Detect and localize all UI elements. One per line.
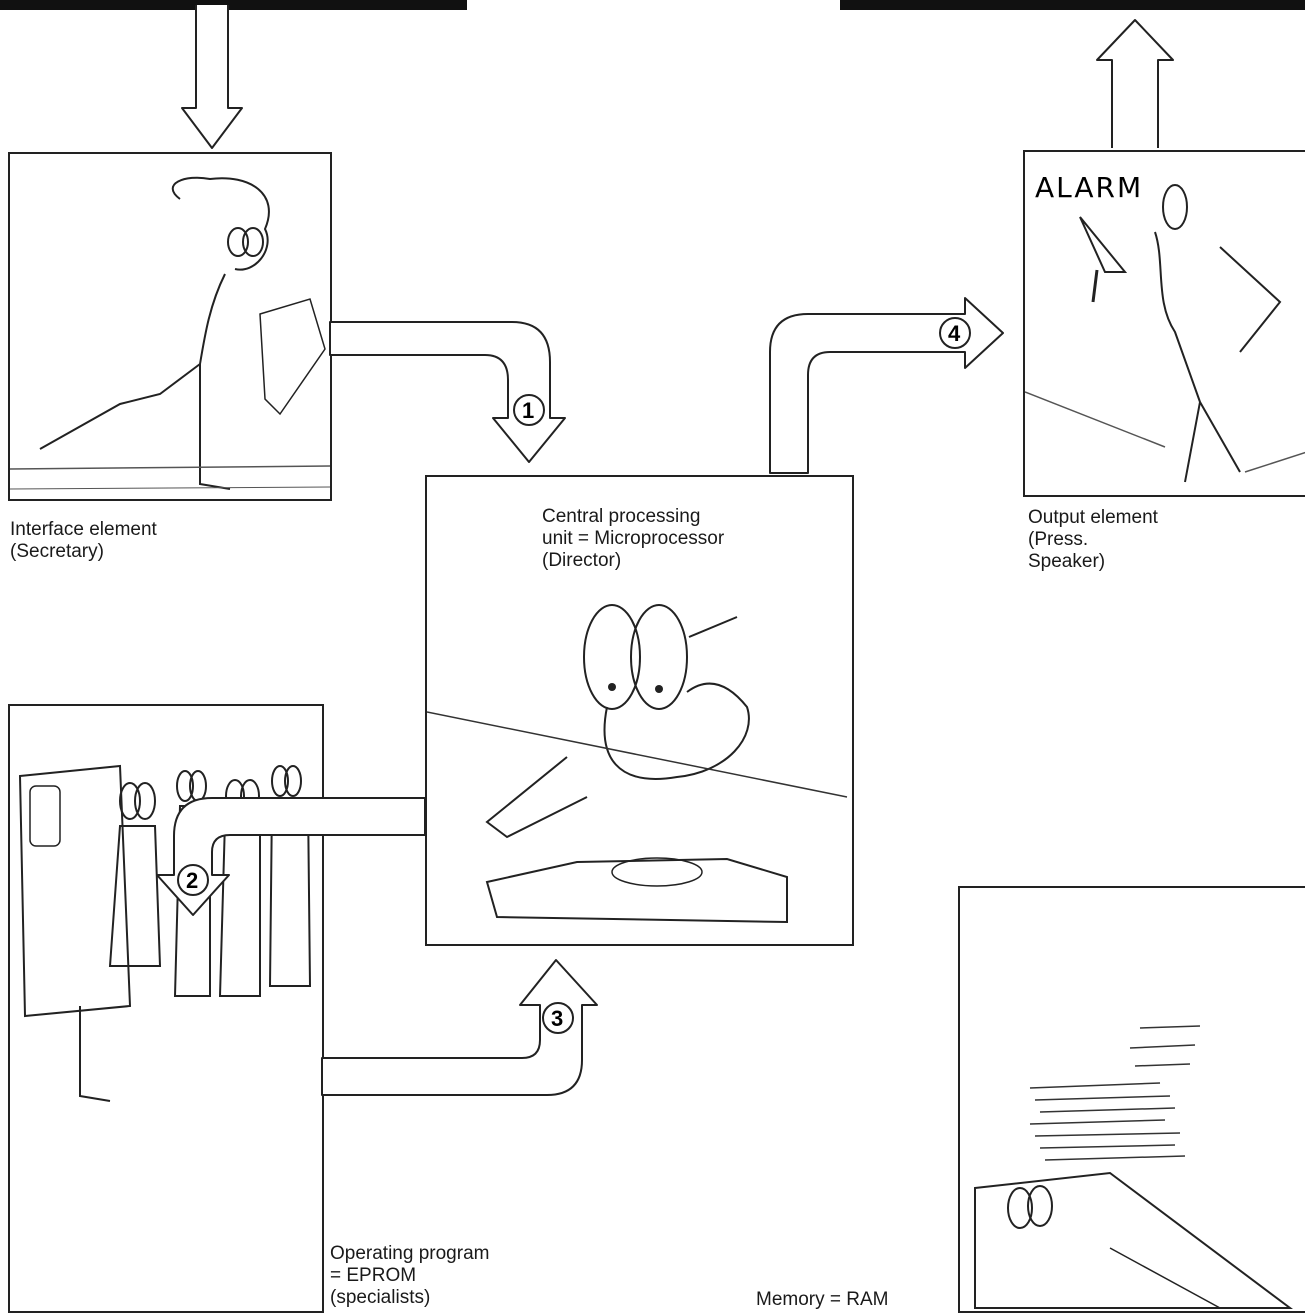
specialists-icon <box>10 706 322 1311</box>
memory-panel <box>958 886 1305 1313</box>
arrow-4-icon <box>770 298 1003 473</box>
step-4-badge: 4 <box>940 318 970 348</box>
alarm-text: ALARM <box>1035 171 1143 204</box>
input-arrow-icon <box>182 5 242 148</box>
cpu-label: Central processing unit = Microprocessor… <box>542 506 724 572</box>
output-element-label: Output element (Press. Speaker) <box>1028 507 1158 573</box>
specialists-panel <box>8 704 324 1313</box>
arrow-3-icon <box>322 960 597 1095</box>
step-3-badge: 3 <box>543 1003 573 1033</box>
secretary-icon <box>10 154 330 499</box>
top-left-bar <box>0 0 467 10</box>
svg-text:4: 4 <box>948 321 961 346</box>
operating-program-label: Operating program = EPROM (specialists) <box>330 1243 489 1309</box>
secretary-panel <box>8 152 332 501</box>
speaker-icon: ALARM <box>1025 152 1305 495</box>
speaker-panel: ALARM <box>1023 150 1305 497</box>
top-right-bar <box>840 0 1305 10</box>
interface-element-label: Interface element (Secretary) <box>10 519 157 563</box>
memory-label: Memory = RAM <box>756 1289 889 1311</box>
svg-text:1: 1 <box>522 398 534 423</box>
arrow-1-icon <box>330 322 565 462</box>
step-1-badge: 1 <box>514 395 544 425</box>
svg-text:3: 3 <box>551 1006 563 1031</box>
output-arrow-icon <box>1097 20 1173 148</box>
memory-icon <box>960 888 1305 1311</box>
